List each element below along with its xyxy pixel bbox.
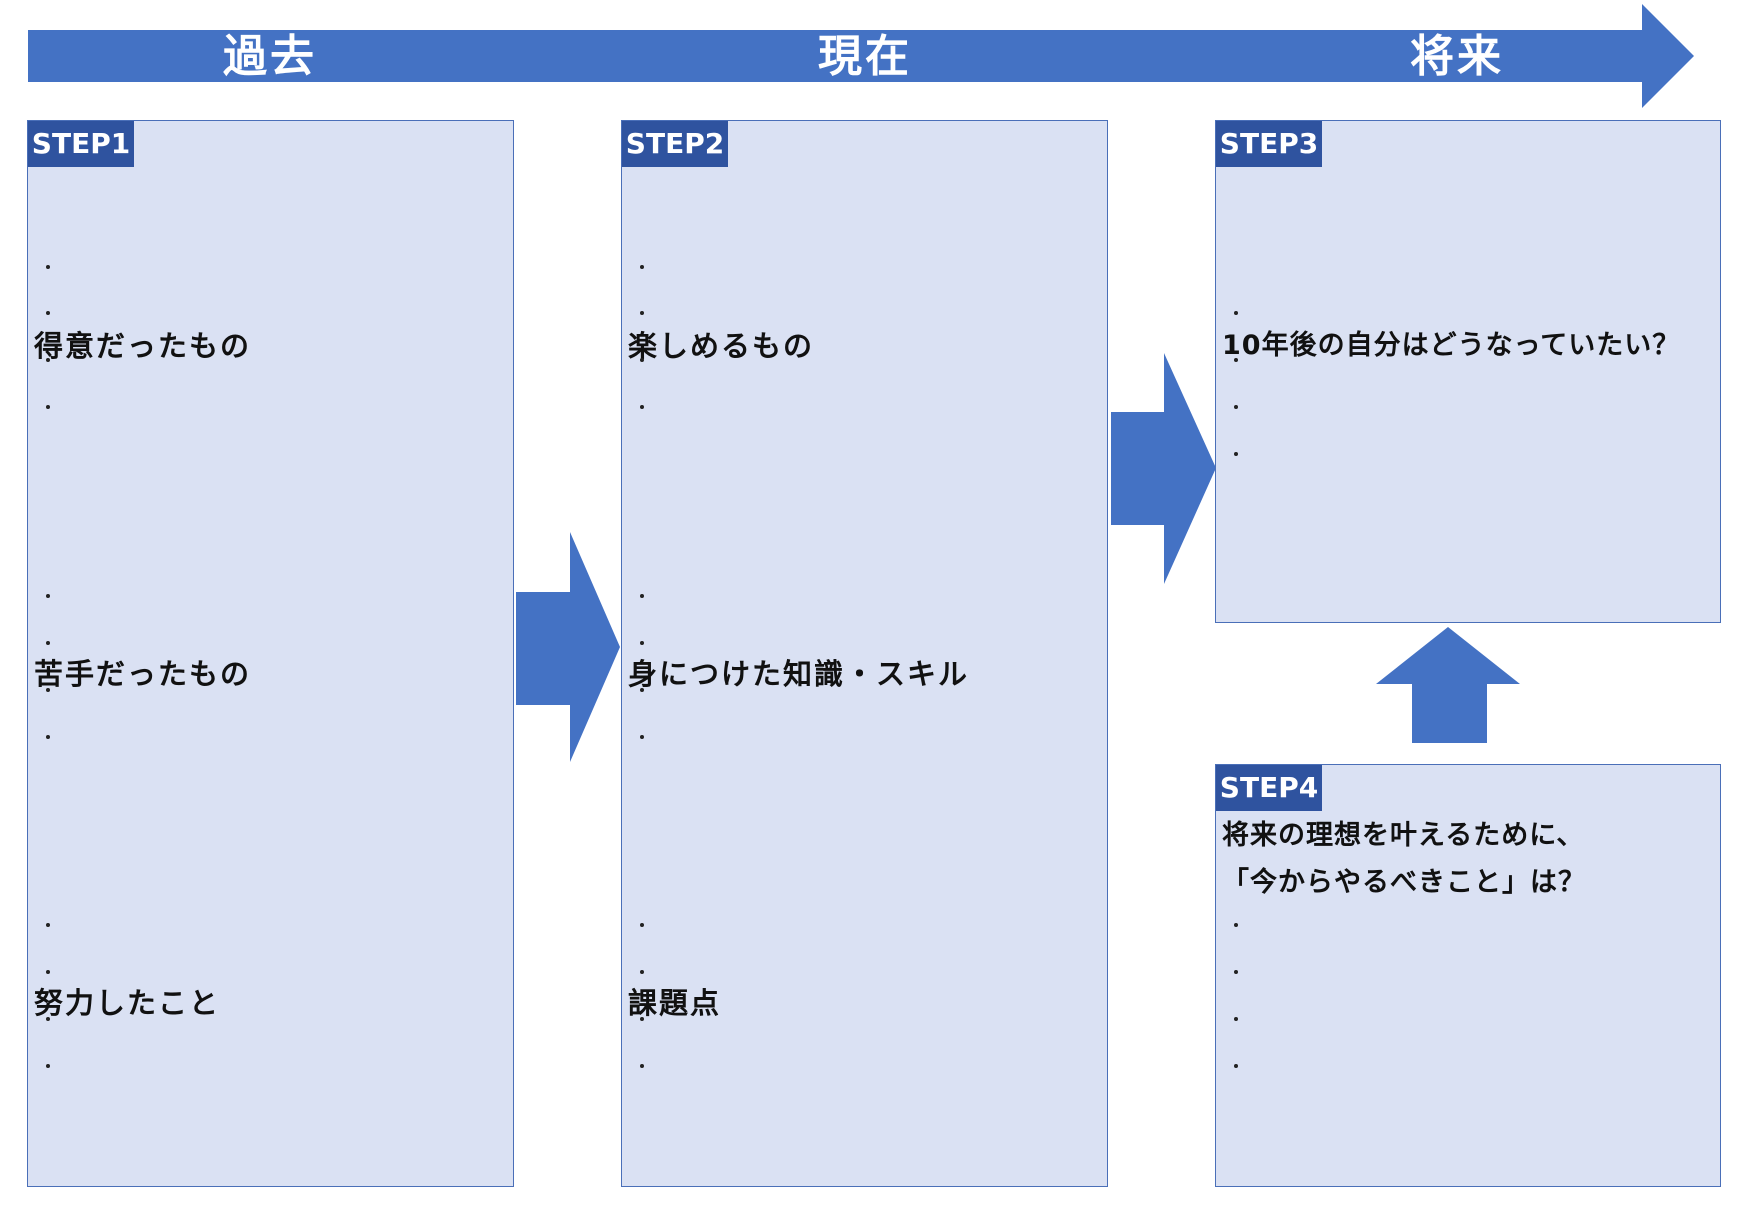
- step1-section-efforts-title: 努力したこと: [34, 986, 221, 1020]
- step1-section-weaknesses-title: 苦手だったもの: [34, 657, 252, 691]
- timeline-arrow-shape: [28, 4, 1694, 108]
- step4-bullet: [1232, 1015, 1242, 1025]
- step2-enjoy-bullet: [638, 356, 648, 366]
- arrow-step1-to-step2: [516, 532, 620, 762]
- step1-panel: STEP1 得意だったもの 苦手だったもの 努力したこと: [27, 120, 514, 1187]
- step1-efforts-bullet: [44, 1015, 54, 1025]
- step4-title-line1: 将来の理想を叶えるために、: [1222, 820, 1585, 851]
- step3-title: 10年後の自分はどうなっていたい？: [1222, 330, 1681, 361]
- step2-enjoy-bullet: [638, 403, 648, 413]
- step2-skills-bullet: [638, 733, 648, 743]
- step3-bullet: [1232, 309, 1242, 319]
- timeline-arrow: 過去 現在 将来: [0, 0, 1756, 115]
- step1-section-strengths-title: 得意だったもの: [34, 329, 252, 363]
- step4-bullet: [1232, 921, 1242, 931]
- step3-bullet: [1232, 450, 1242, 460]
- step1-weaknesses-bullet: [44, 592, 54, 602]
- step1-efforts-bullet: [44, 968, 54, 978]
- step4-title-line2: 「今からやるべきこと」は？: [1222, 867, 1586, 898]
- step1-strengths-bullet: [44, 309, 54, 319]
- step1-strengths-bullet: [44, 403, 54, 413]
- step2-issues-bullet: [638, 968, 648, 978]
- step1-efforts-bullet: [44, 921, 54, 931]
- timeline-label-future: 将来: [1410, 31, 1504, 82]
- step1-strengths-bullet: [44, 263, 54, 273]
- step2-section-enjoy-title: 楽しめるもの: [628, 329, 815, 363]
- step2-skills-bullet: [638, 592, 648, 602]
- timeline-label-past: 過去: [223, 31, 317, 82]
- step1-weaknesses-bullet: [44, 686, 54, 696]
- step2-section-issues-title: 課題点: [628, 986, 722, 1020]
- step2-section-skills-title: 身につけた知識・スキル: [628, 657, 970, 691]
- step1-strengths-bullet: [44, 356, 54, 366]
- step2-panel: STEP2 楽しめるもの 身につけた知識・スキル 課題点: [621, 120, 1108, 1187]
- step2-skills-bullet: [638, 639, 648, 649]
- step4-bullet: [1232, 1062, 1242, 1072]
- step2-skills-bullet: [638, 686, 648, 696]
- step3-bullet: [1232, 403, 1242, 413]
- step3-badge: STEP3: [1216, 121, 1322, 167]
- step1-efforts-bullet: [44, 1062, 54, 1072]
- step3-panel: STEP3 10年後の自分はどうなっていたい？: [1215, 120, 1721, 623]
- step4-panel: STEP4 将来の理想を叶えるために、 「今からやるべきこと」は？: [1215, 764, 1721, 1187]
- arrow-step4-to-step3: [1376, 627, 1520, 743]
- step2-issues-bullet: [638, 1015, 648, 1025]
- step2-issues-bullet: [638, 1062, 648, 1072]
- step2-enjoy-bullet: [638, 263, 648, 273]
- timeline-label-present: 現在: [818, 31, 912, 82]
- step3-bullet: [1232, 356, 1242, 366]
- step2-enjoy-bullet: [638, 309, 648, 319]
- step1-badge: STEP1: [28, 121, 134, 167]
- step4-bullet: [1232, 968, 1242, 978]
- step2-badge: STEP2: [622, 121, 728, 167]
- step4-badge: STEP4: [1216, 765, 1322, 811]
- step1-weaknesses-bullet: [44, 639, 54, 649]
- arrow-step2-to-step3: [1111, 353, 1216, 584]
- step2-issues-bullet: [638, 921, 648, 931]
- step1-weaknesses-bullet: [44, 733, 54, 743]
